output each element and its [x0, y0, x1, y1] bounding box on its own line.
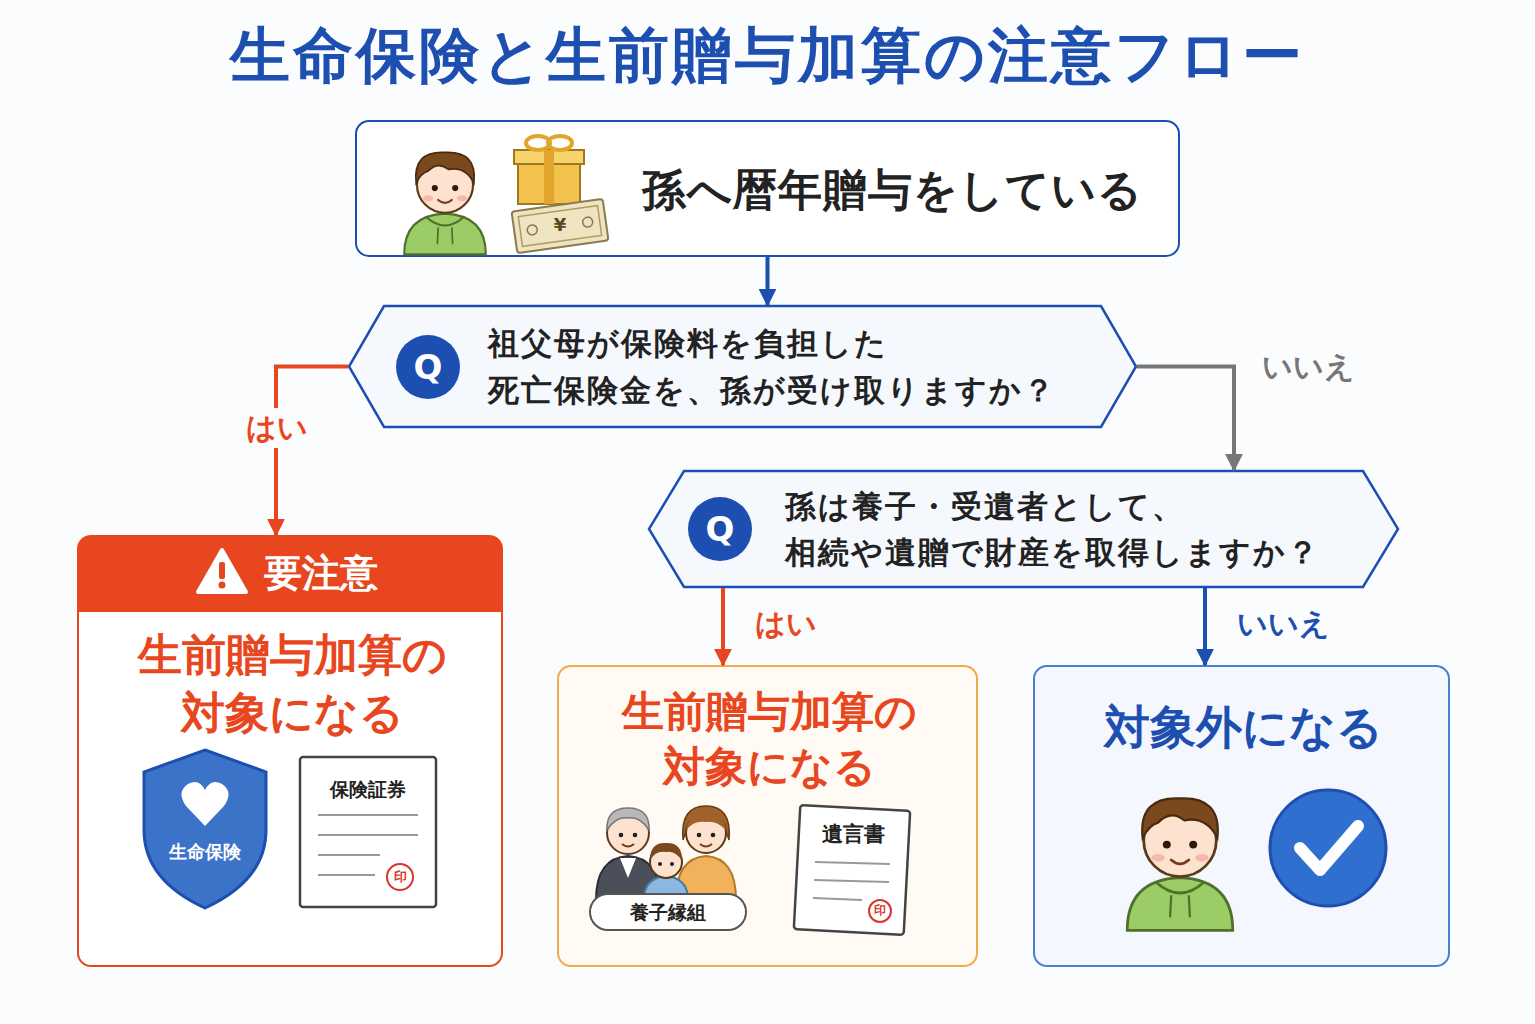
document-icon — [300, 757, 436, 907]
result-box: 対象外になる — [1033, 665, 1450, 967]
flow-arrow — [721, 588, 725, 665]
q-badge: Q — [396, 335, 460, 399]
node-text: 祖父母が保険料を負担した 死亡保険金を、孫が受け取りますか？ — [488, 320, 1108, 413]
shield-label: 生命保険 — [169, 842, 241, 862]
warning-box: 要注意生前贈与加算の 対象になる — [77, 535, 503, 967]
flow-arrow — [1203, 588, 1207, 665]
q-badge: Q — [688, 497, 752, 561]
decision-hexagon: Q 孫は養子・受遺者として、 相続や遺贈で財産を取得しますか？ — [648, 470, 1399, 588]
banknote-icon — [512, 199, 609, 253]
node-text: 対象外になる — [1054, 698, 1434, 758]
stamp-mark: 印 — [874, 904, 886, 917]
node-text: 孫へ暦年贈与をしている — [642, 161, 1152, 220]
pill-label: 養子縁組 — [630, 902, 706, 923]
edge-label: いいえ — [1231, 604, 1336, 644]
shield-icon — [144, 750, 266, 908]
check-icon — [1270, 790, 1386, 906]
decision-hexagon: Q 祖父母が保険料を負担した 死亡保険金を、孫が受け取りますか？ — [348, 305, 1137, 428]
currency-sign: ¥ — [554, 215, 567, 235]
warning-icon — [198, 550, 246, 592]
flow-arrow — [766, 257, 770, 305]
node-text: 要注意 — [264, 551, 378, 597]
hexagon-outline — [348, 305, 1137, 428]
document-title: 遺言書 — [822, 823, 885, 846]
node-text: 生前贈与加算の 対象になる — [600, 685, 940, 794]
family-icon — [590, 806, 746, 930]
node-text: 孫は養子・受遺者として、 相続や遺贈で財産を取得しますか？ — [785, 483, 1385, 576]
stamp-mark: 印 — [394, 870, 407, 884]
will-icon — [794, 805, 910, 935]
edge-label: いいえ — [1256, 347, 1361, 387]
flow-arrow — [1137, 367, 1234, 471]
flow-arrow — [276, 367, 348, 536]
document-title: 保険証券 — [330, 779, 406, 800]
edge-label: はい — [749, 604, 823, 644]
edge-label: はい — [240, 408, 314, 448]
title: 生命保険と生前贈与加算の注意フロー — [0, 16, 1535, 97]
gift-icon — [514, 136, 584, 204]
node-text: 生前贈与加算の 対象になる — [102, 626, 482, 742]
